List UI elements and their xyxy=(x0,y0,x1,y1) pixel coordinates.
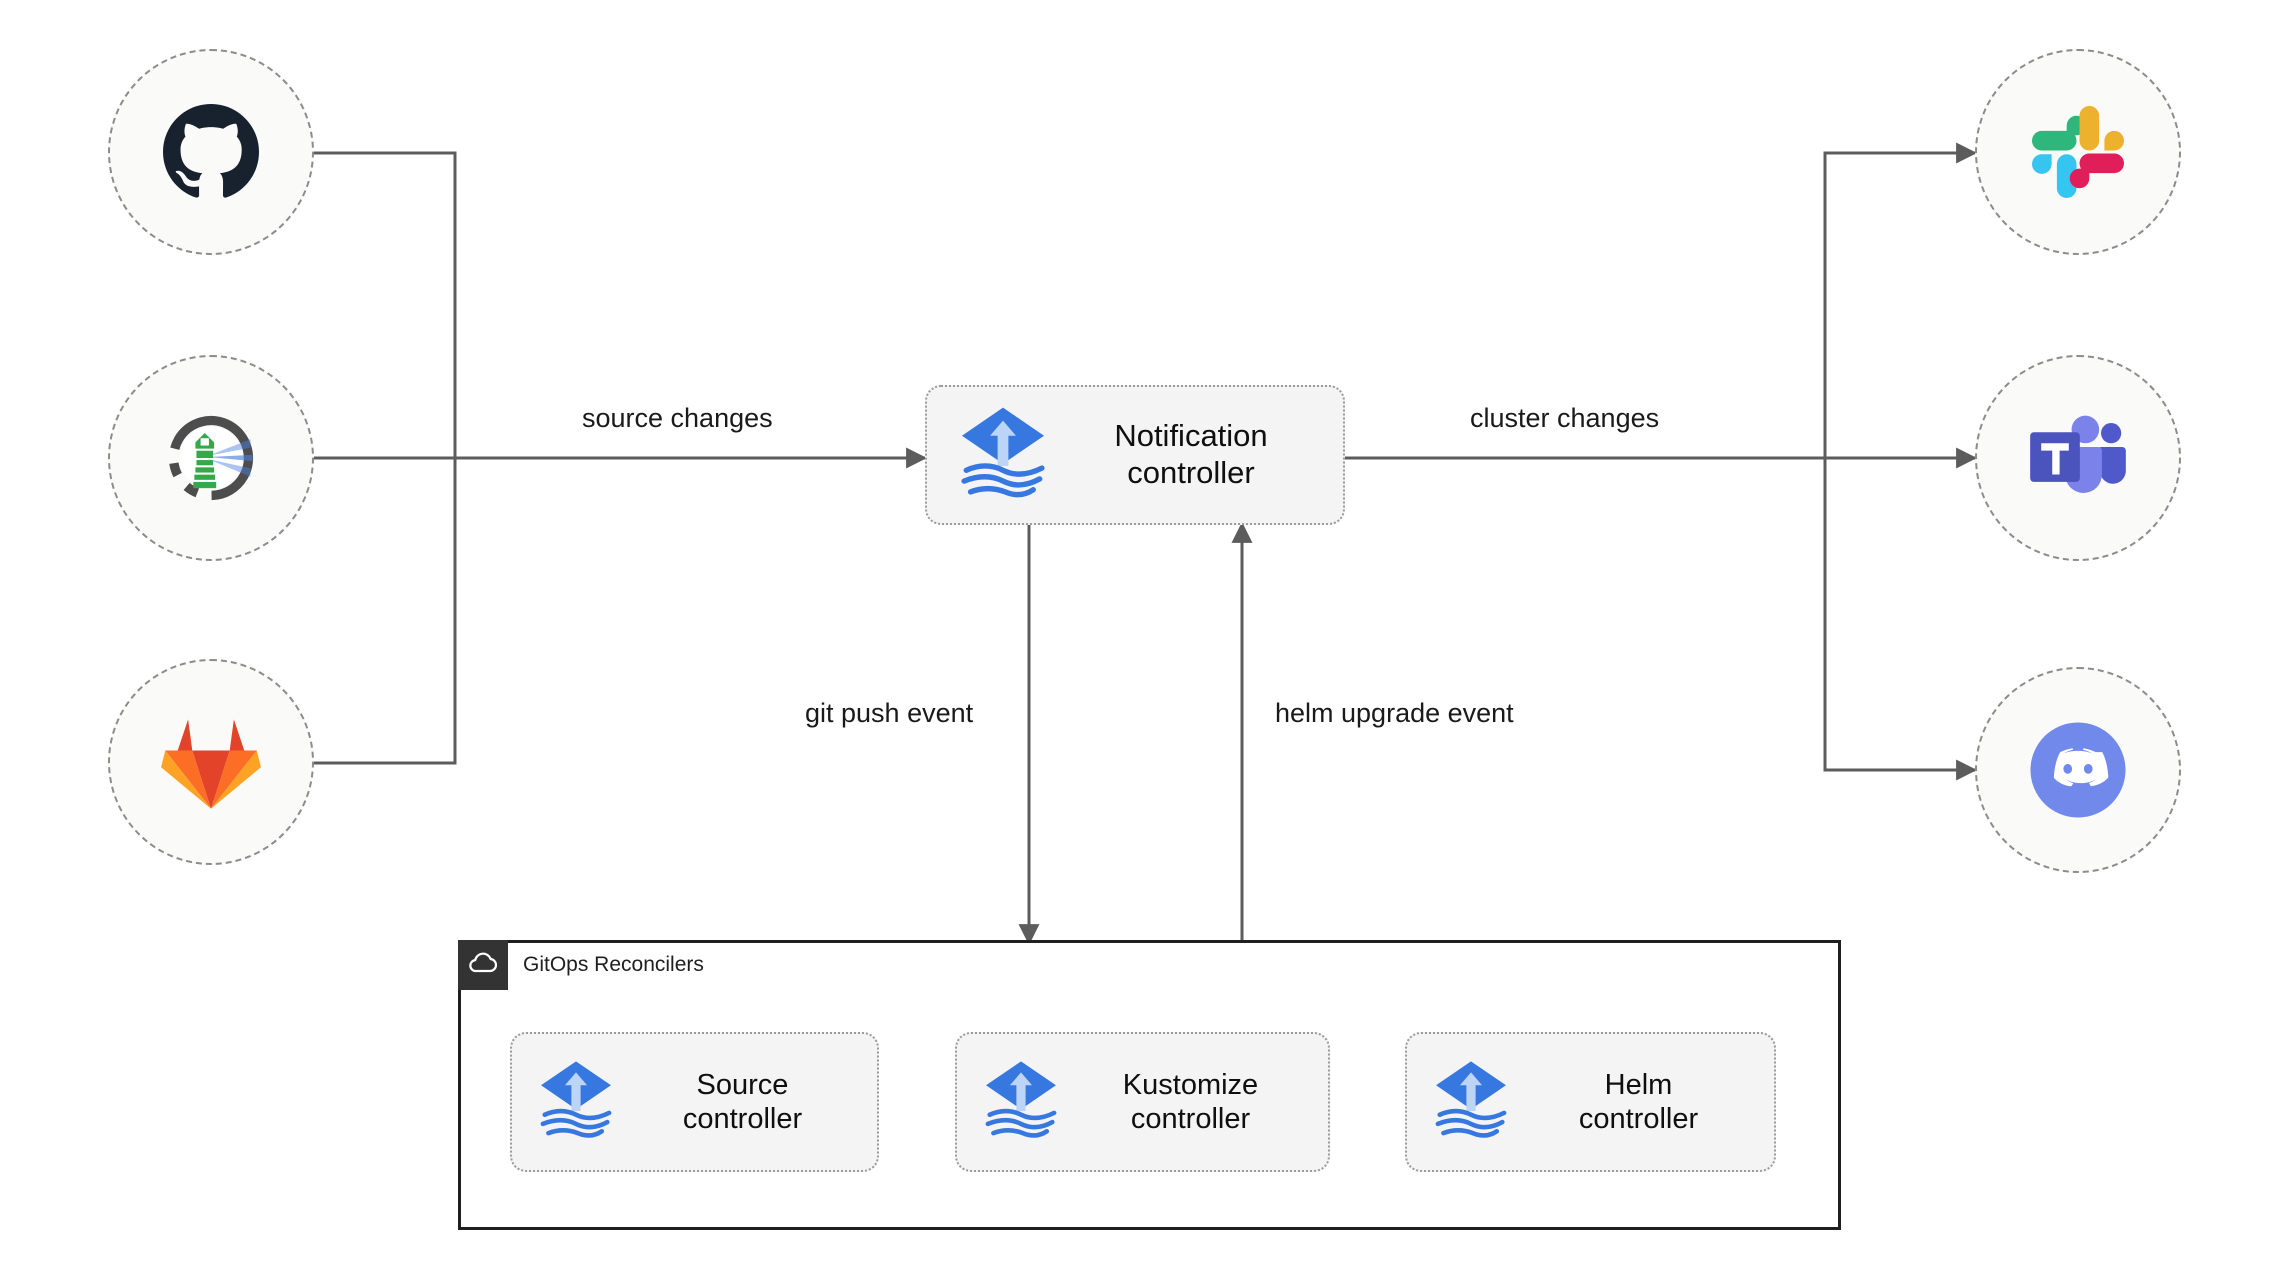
source-controller-label: Source controller xyxy=(682,1068,803,1135)
edge-label-helm-upgrade-event: helm upgrade event xyxy=(1265,700,1524,727)
slack-icon xyxy=(2032,106,2124,198)
discord-icon xyxy=(2024,716,2132,824)
source-controller-box[interactable]: Source controller xyxy=(510,1032,879,1172)
wire-bus-to-slack xyxy=(1823,142,1978,458)
wire-gitlab-to-bus xyxy=(312,458,457,765)
source-node-github[interactable] xyxy=(108,49,314,255)
kustomize-controller-box[interactable]: Kustomize controller xyxy=(955,1032,1330,1172)
destination-node-slack[interactable] xyxy=(1975,49,2181,255)
edge-label-git-push-event: git push event xyxy=(795,700,984,727)
destination-node-teams[interactable] xyxy=(1975,355,2181,561)
gitlab-icon xyxy=(159,713,263,811)
flux-controller-icon xyxy=(949,399,1057,512)
github-icon xyxy=(163,104,259,200)
flux-lighthouse-icon xyxy=(159,406,263,510)
flux-controller-icon xyxy=(1425,1054,1517,1151)
edge-label-source-changes: source changes xyxy=(572,405,783,432)
microsoft-teams-icon xyxy=(2028,412,2128,504)
source-node-flux[interactable] xyxy=(108,355,314,561)
kustomize-controller-label: Kustomize controller xyxy=(1122,1068,1259,1135)
wire-github-to-bus xyxy=(312,151,457,458)
helm-controller-label: Helm controller xyxy=(1578,1068,1699,1135)
flux-controller-icon xyxy=(975,1054,1067,1151)
source-node-gitlab[interactable] xyxy=(108,659,314,865)
destination-node-discord[interactable] xyxy=(1975,667,2181,873)
helm-controller-box[interactable]: Helm controller xyxy=(1405,1032,1776,1172)
edge-label-cluster-changes: cluster changes xyxy=(1460,405,1670,432)
notification-controller-box[interactable]: Notification controller xyxy=(925,385,1345,525)
notification-controller-label: Notification controller xyxy=(1114,418,1268,490)
flux-controller-icon xyxy=(530,1054,622,1151)
gitops-reconcilers-title: GitOps Reconcilers xyxy=(523,953,704,976)
cloud-icon xyxy=(466,951,500,980)
cloud-icon-tab xyxy=(458,940,508,990)
wire-bus-to-discord xyxy=(1823,458,1978,781)
